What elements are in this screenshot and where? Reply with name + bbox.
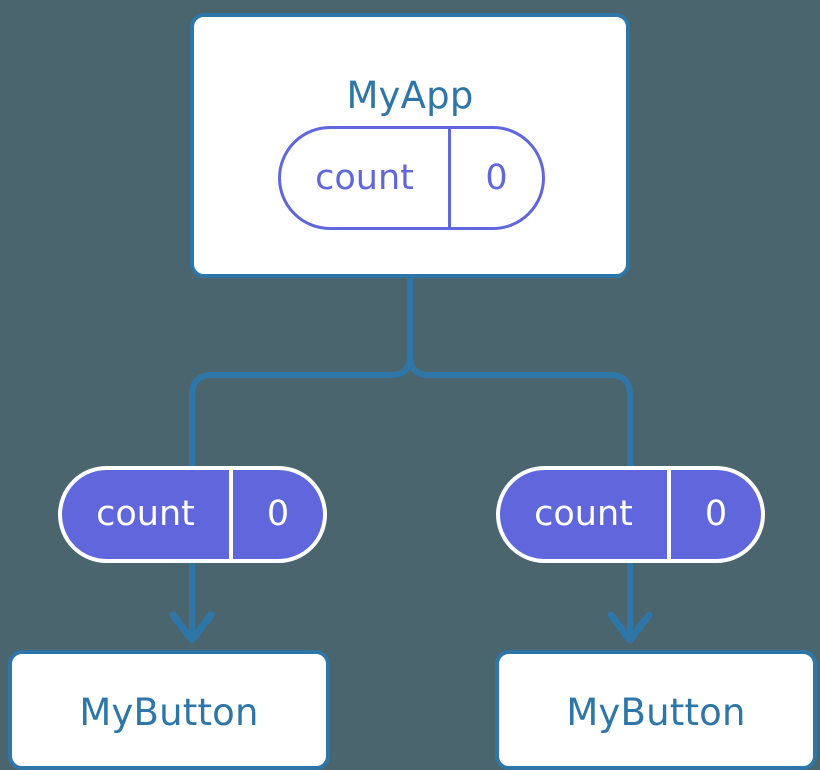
arrow-head-left-icon <box>169 611 215 644</box>
prop-pill-child-1-key: count <box>534 494 633 534</box>
arrow-head-right-icon <box>607 611 653 644</box>
state-pill-root[interactable]: count 0 <box>278 126 545 230</box>
component-title-myapp: MyApp <box>346 74 474 117</box>
prop-pill-child-1[interactable]: count 0 <box>496 466 765 563</box>
prop-pill-child-1-value: 0 <box>667 470 761 559</box>
prop-pill-child-0[interactable]: count 0 <box>58 466 327 563</box>
state-pill-root-key: count <box>315 157 414 198</box>
state-pill-root-value: 0 <box>448 129 542 227</box>
component-node-mybutton-0[interactable]: MyButton <box>8 650 330 770</box>
prop-pill-child-0-value: 0 <box>229 470 323 559</box>
component-title-mybutton-1: MyButton <box>566 691 746 734</box>
component-title-mybutton-0: MyButton <box>79 691 259 734</box>
branch-connector-left <box>189 354 413 470</box>
prop-pill-child-0-key: count <box>96 494 195 534</box>
branch-connector-right <box>407 354 633 470</box>
component-node-mybutton-1[interactable]: MyButton <box>495 650 817 770</box>
